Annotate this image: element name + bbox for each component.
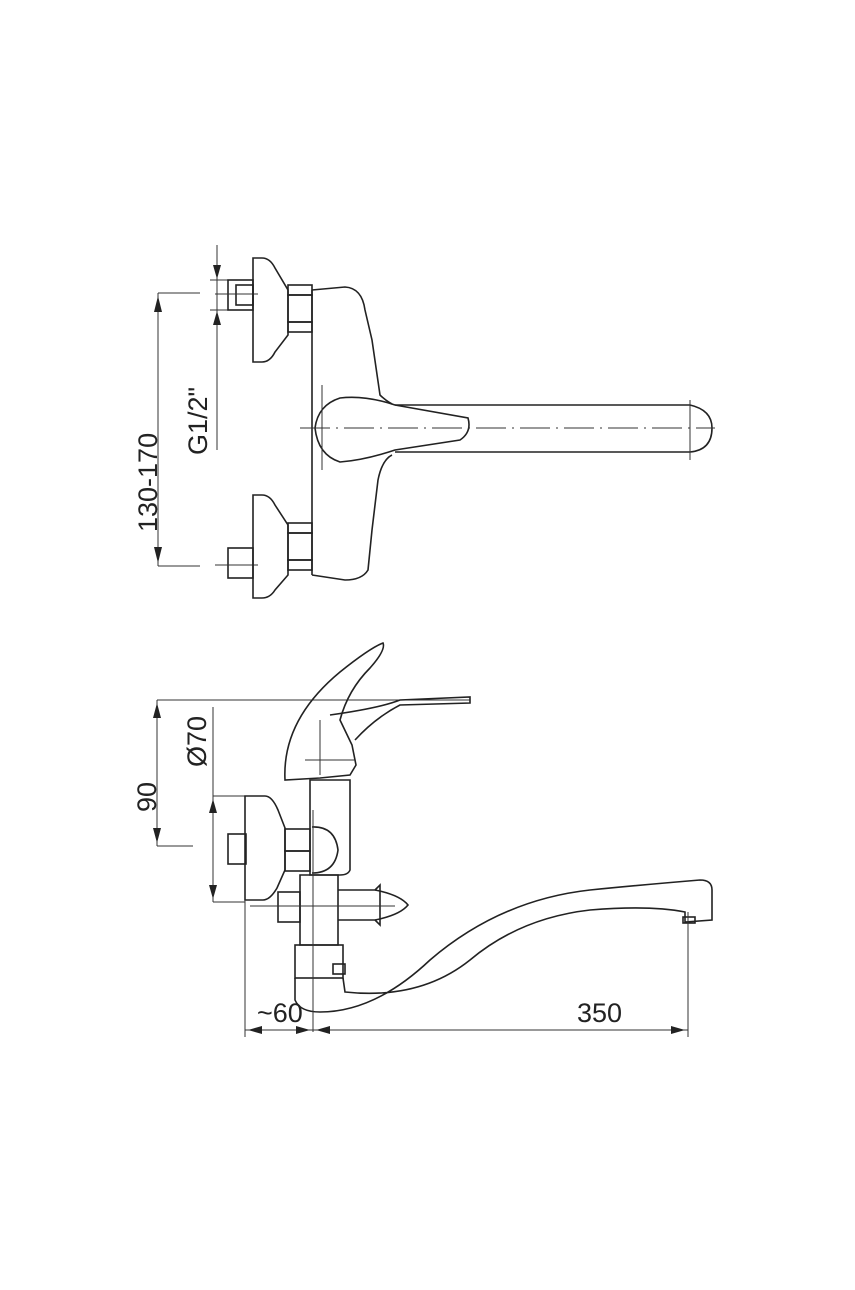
dim-label-130-170: 130-170 xyxy=(133,433,163,532)
dimension-90: 90 xyxy=(132,699,470,847)
dimension-plate-diameter: Ø70 xyxy=(182,707,245,903)
dimension-thread: G1/2" xyxy=(183,245,238,455)
upper-connector xyxy=(215,257,313,363)
dimension-130-170: 130-170 xyxy=(133,292,200,567)
lever-top xyxy=(314,396,470,463)
mixer-body-side xyxy=(309,779,351,876)
top-view: 130-170 G1/2" xyxy=(133,245,715,599)
mixer-body-top xyxy=(311,286,393,581)
dim-label-90: 90 xyxy=(132,782,162,812)
dim-label-spout-reach: 350 xyxy=(577,998,622,1028)
dim-label-wall-offset: ~60 xyxy=(257,998,303,1028)
side-view: 90 Ø70 xyxy=(132,641,713,1037)
lever-side xyxy=(284,641,385,781)
diverter xyxy=(250,874,410,979)
dimension-reach: ~60 350 xyxy=(244,900,689,1037)
dim-label-plate-diameter: Ø70 xyxy=(182,716,212,767)
nut xyxy=(227,833,247,865)
wall-plate xyxy=(244,795,286,901)
dim-label-thread: G1/2" xyxy=(183,387,213,455)
spout-side xyxy=(294,879,713,1013)
lower-connector xyxy=(215,494,313,599)
